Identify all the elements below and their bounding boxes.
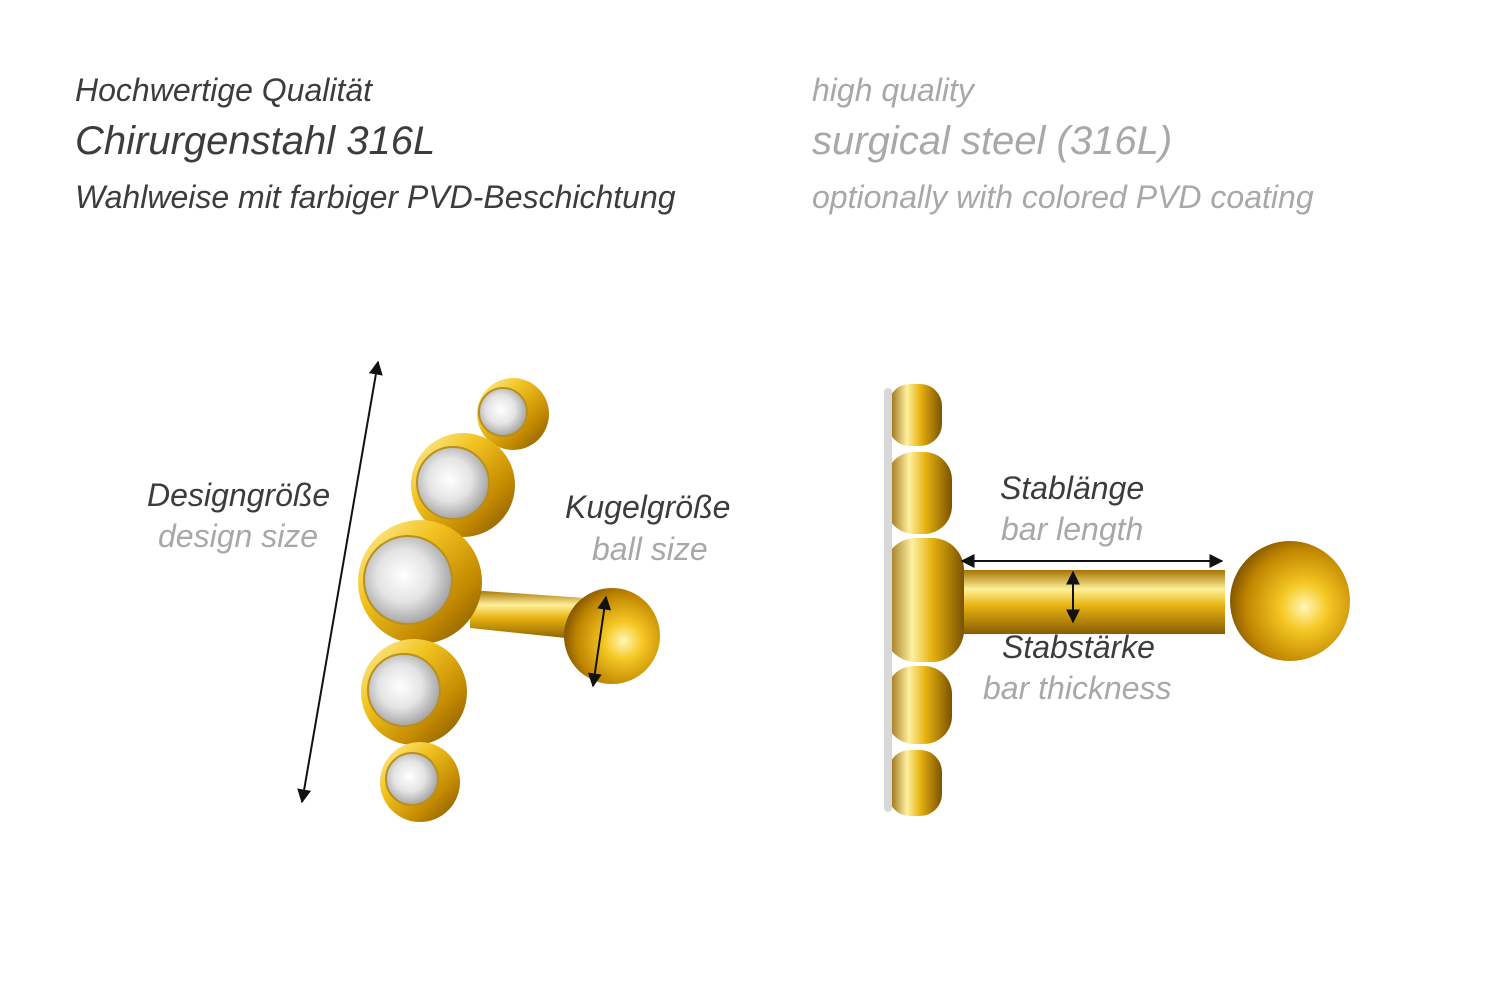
left-ball bbox=[564, 588, 660, 684]
ball-size-label-en: ball size bbox=[592, 531, 708, 567]
ball-size-label-de: Kugelgröße bbox=[565, 489, 731, 525]
right-ball bbox=[1230, 541, 1350, 661]
header-coating-de: Wahlweise mit farbiger PVD-Beschichtung bbox=[75, 179, 676, 215]
right-gem-stack-side bbox=[884, 384, 964, 816]
bar-length-label-en: bar length bbox=[1001, 511, 1144, 547]
bar-thickness-label-en: bar thickness bbox=[983, 670, 1172, 706]
design-size-label-en: design size bbox=[158, 518, 319, 554]
right-bar bbox=[955, 570, 1225, 634]
design-size-arrow bbox=[297, 360, 383, 804]
header-quality-en: high quality bbox=[812, 72, 974, 108]
left-gem-stack bbox=[358, 378, 549, 822]
header-coating-en: optionally with colored PVD coating bbox=[812, 179, 1314, 215]
header-material-en: surgical steel (316L) bbox=[812, 119, 1173, 163]
bar-length-label-de: Stablänge bbox=[1000, 470, 1145, 506]
ball-size-arrow bbox=[587, 595, 612, 688]
header-material-de: Chirurgenstahl 316L bbox=[75, 119, 436, 163]
right-jewelry bbox=[884, 384, 1350, 816]
bar-thickness-label-de: Stabstärke bbox=[1002, 629, 1155, 665]
left-jewelry bbox=[358, 378, 660, 822]
design-size-label-de: Designgröße bbox=[147, 477, 331, 513]
header-quality-de: Hochwertige Qualität bbox=[75, 72, 373, 108]
